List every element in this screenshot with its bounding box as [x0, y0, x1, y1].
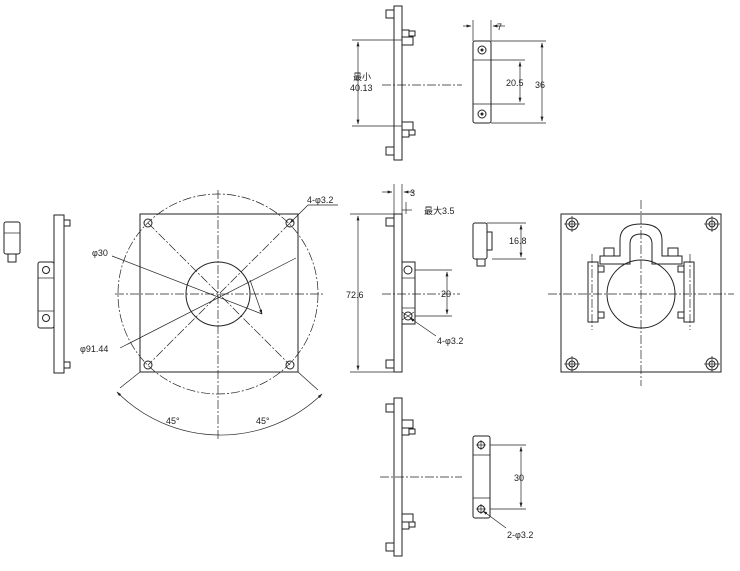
label-4-phi3-2-side: 4-φ3.2 [437, 336, 463, 346]
hole-bl [143, 360, 153, 370]
dim-30: 30 [514, 473, 524, 483]
dim-max-3-5: 最大3.5 [424, 205, 455, 216]
square-plate [139, 213, 299, 373]
bracket-mid [401, 261, 416, 325]
dim-36: 36 [535, 80, 545, 90]
bottom-front-view: 30 2-φ3.2 [472, 435, 533, 540]
label-phi91-44: φ91.44 [80, 344, 108, 354]
label-45-right: 45° [256, 416, 270, 426]
bracket-side-left [37, 261, 55, 329]
nub-top [385, 9, 395, 19]
clip-side-left [3, 221, 21, 255]
mount-plate-mid [393, 213, 403, 373]
top-front-view: 7 20.5 36 [463, 20, 546, 124]
dim-min-value: 40.13 [350, 83, 373, 93]
plate-side-left [53, 214, 65, 374]
clip-view: 16.8 [472, 222, 527, 267]
right-center-hole [606, 259, 676, 329]
hole-top [477, 45, 487, 55]
nub-bottom [385, 146, 395, 156]
label-4-phi3-2-main: 4-φ3.2 [307, 195, 333, 205]
dim-20: 20 [441, 289, 451, 299]
hole-tl [143, 218, 153, 228]
side-clip-left [587, 261, 599, 323]
screw-head-2 [401, 121, 414, 131]
dim-72-6: 72.6 [346, 290, 364, 300]
label-45-left: 45° [166, 416, 180, 426]
hole-bottom [477, 109, 487, 119]
hole-br [285, 360, 295, 370]
bottom-side-view [380, 397, 462, 557]
dim-3: 3 [410, 188, 415, 198]
dim-20-5: 20.5 [506, 78, 524, 88]
right-front-view [548, 200, 734, 386]
clip-body [472, 222, 488, 260]
dim-16-8: 16.8 [509, 236, 527, 246]
bracket-front-bottom [472, 435, 491, 519]
main-flange-view: 4-φ3.2 φ30 φ91.44 45° 45° [80, 190, 338, 440]
bracket-front-top [472, 40, 492, 124]
side-clip-right [683, 261, 695, 323]
screw-head-1 [401, 29, 410, 38]
middle-side-view: 3 最大3.5 72.6 20 4-φ3.2 [346, 184, 463, 373]
dim-7: 7 [497, 22, 502, 32]
dim-min-label: 最小 [353, 72, 371, 82]
label-2-phi3-2: 2-φ3.2 [507, 530, 533, 540]
left-small-views [3, 214, 71, 374]
top-side-view: 最小 40.13 [350, 5, 462, 161]
label-phi30: φ30 [92, 248, 108, 258]
mount-plate-top [393, 5, 403, 161]
saddle-bracket [599, 223, 683, 265]
